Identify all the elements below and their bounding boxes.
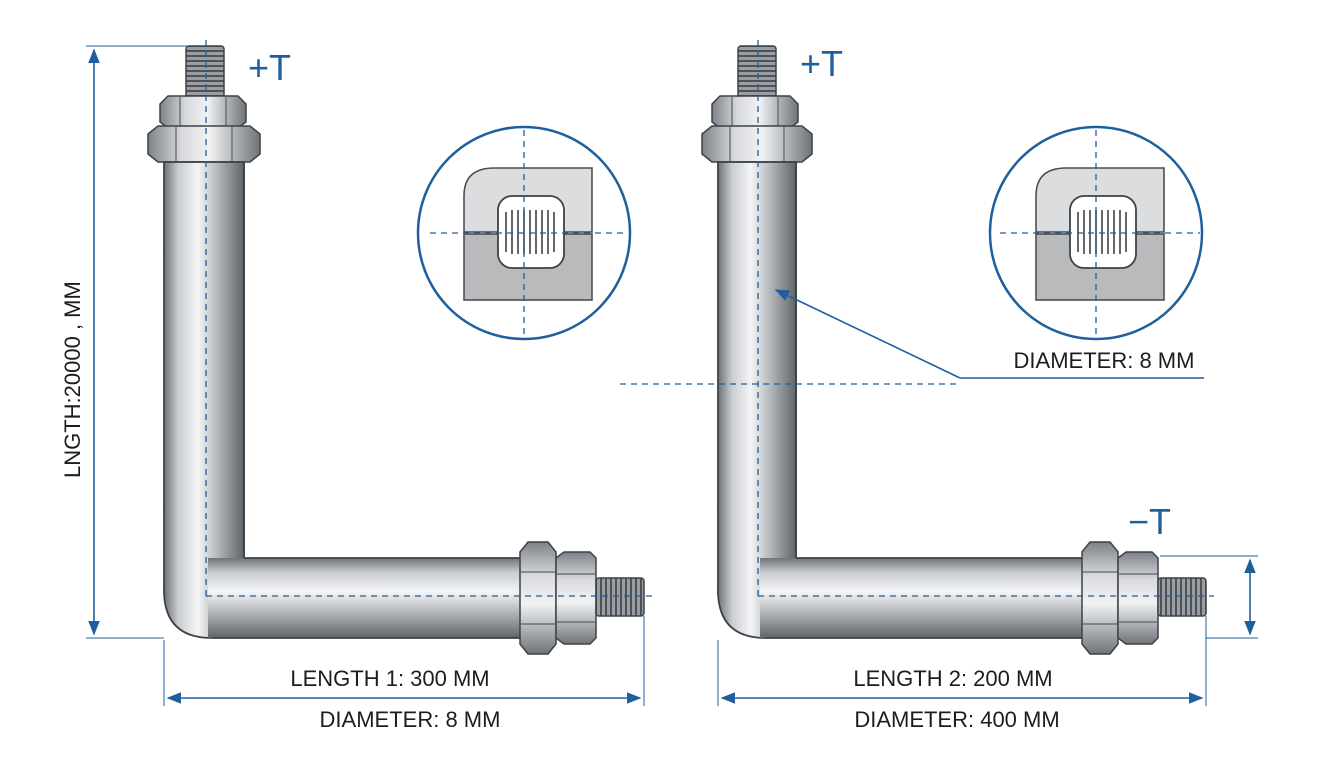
left-hex-nut: [147, 125, 261, 163]
right-top-thread: [737, 45, 777, 101]
left-horizontal-dimension: [163, 616, 645, 706]
left-detail-view: [416, 125, 632, 341]
right-horizontal-dimension: [717, 616, 1207, 706]
left-side-hex-nut: [519, 541, 557, 655]
right-pipe-assembly: [701, 40, 1214, 655]
right-length-label: LENGTH 2: 200 MM: [853, 666, 1052, 691]
right-detail-view: [988, 125, 1204, 341]
right-side-hex-nut: [1081, 541, 1119, 655]
right-hex-nut: [701, 125, 813, 163]
left-vertical-pipe: [163, 161, 245, 593]
right-diameter-label: DIAMETER: 400 MM: [854, 707, 1059, 732]
right-bottom-terminal-label: −T: [1128, 501, 1171, 542]
left-top-nut: [159, 95, 247, 129]
right-vertical-pipe: [717, 161, 797, 593]
left-pipe-assembly: [147, 40, 652, 655]
right-side-nut: [1117, 551, 1159, 645]
right-side-dimension: [1160, 555, 1258, 639]
left-side-nut: [555, 551, 597, 645]
right-top-terminal-label: +T: [800, 43, 843, 84]
right-horizontal-pipe: [760, 558, 1086, 638]
left-length-label: LENGTH 1: 300 MM: [290, 666, 489, 691]
right-callout-leader: [620, 289, 1204, 385]
left-terminal-label: +T: [248, 47, 291, 88]
right-callout-label: DIAMETER: 8 MM: [1014, 348, 1195, 373]
left-horizontal-pipe: [208, 558, 524, 638]
left-diameter-label: DIAMETER: 8 MM: [320, 707, 501, 732]
left-vertical-dimension: [86, 45, 188, 639]
right-top-nut: [711, 95, 799, 129]
left-top-thread: [185, 45, 225, 101]
left-side-thread: [595, 577, 645, 617]
vertical-dimension-label: LNGTH:20000 , MM: [60, 281, 85, 478]
right-side-thread: [1157, 577, 1207, 617]
